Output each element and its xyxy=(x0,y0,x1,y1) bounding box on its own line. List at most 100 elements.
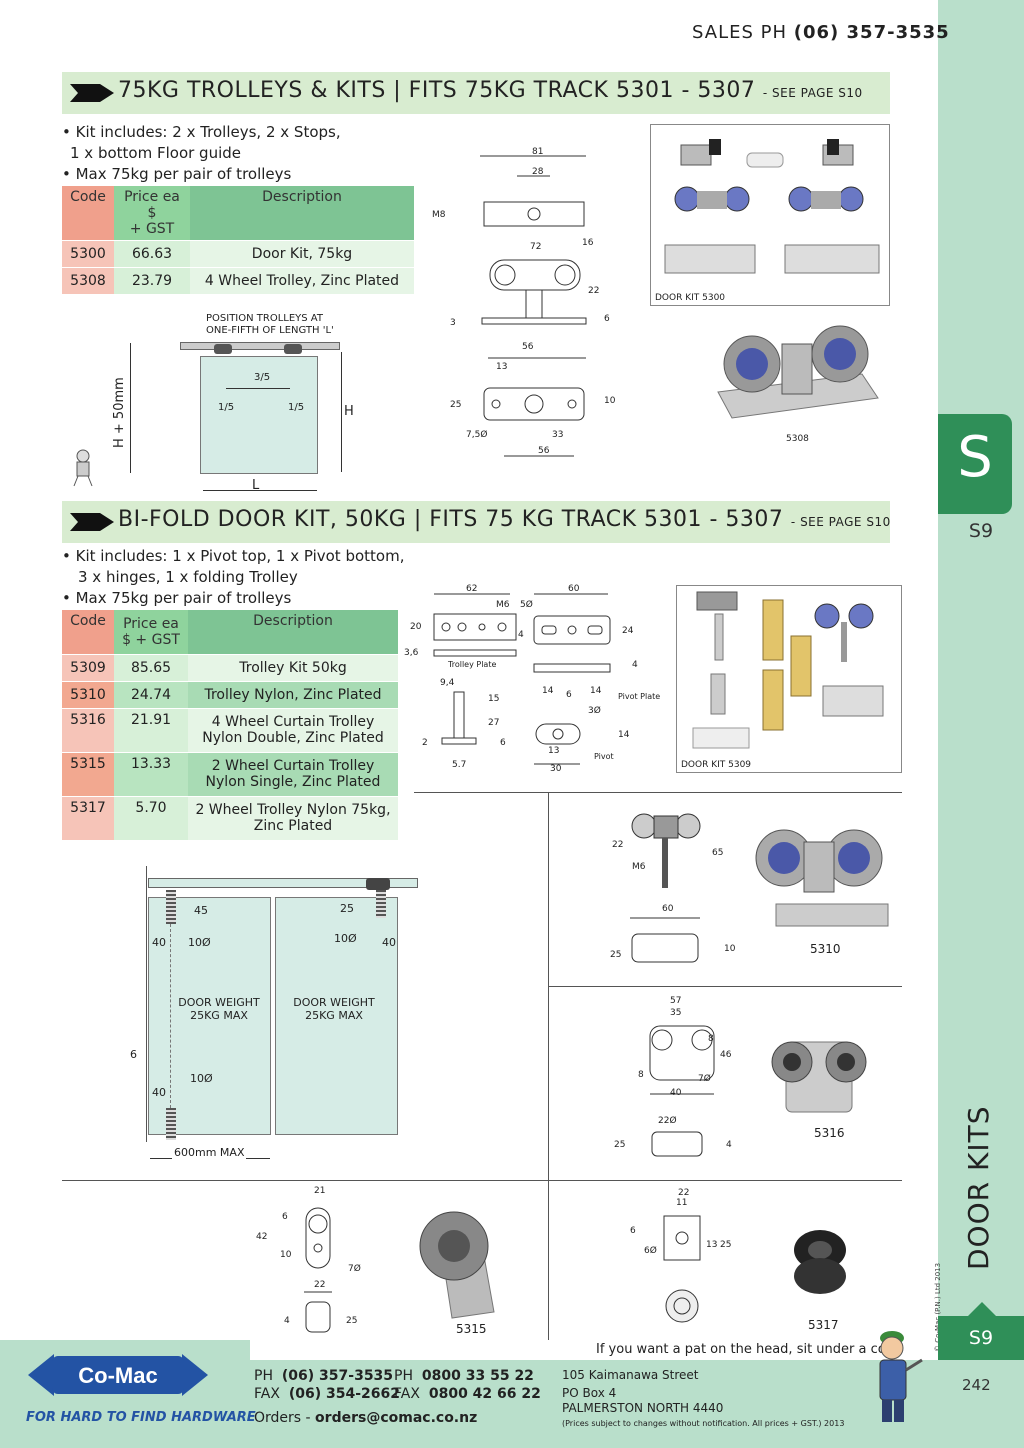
dim-h50: H + 50mm xyxy=(112,377,127,448)
bottom-tab[interactable]: S9 xyxy=(938,1316,1024,1360)
dim-width: 600mm MAX xyxy=(172,1146,247,1159)
dim-22: 22Ø xyxy=(658,1116,677,1126)
trolley-technical-drawing xyxy=(480,155,587,457)
door-kit-parts-image xyxy=(664,139,880,274)
dim-25: 25 xyxy=(614,1140,626,1150)
dim-62: 62 xyxy=(466,584,478,594)
dim-m6: M6 xyxy=(632,862,646,872)
door-panel-left xyxy=(148,897,271,1135)
door-panel-right xyxy=(275,897,398,1135)
bullet: • Kit includes: 1 x Pivot top, 1 x Pivot… xyxy=(62,547,405,565)
row-code: 5317 xyxy=(62,796,114,841)
door-kit-5309-photo: DOOR KIT 5309 xyxy=(676,585,902,773)
dim-22: 22 xyxy=(588,286,600,296)
dim-10: 10 xyxy=(604,396,616,406)
freephone-number[interactable]: 0800 33 55 22 xyxy=(421,1368,534,1384)
plates-technical-drawing xyxy=(433,593,611,765)
table-row: 5308 23.79 4 Wheel Trolley, Zinc Plated xyxy=(62,267,414,295)
sales-label: SALES PH xyxy=(692,22,788,43)
table-row: 5315 13.33 2 Wheel Curtain Trolley Nylon… xyxy=(62,752,398,797)
track-rail xyxy=(148,878,418,888)
dim-65: 65 xyxy=(712,848,724,858)
table-row: 5300 66.63 Door Kit, 75kg xyxy=(62,240,414,268)
bottom-tab-label: S9 xyxy=(968,1327,994,1349)
row-description: Trolley Kit 50kg xyxy=(188,654,398,682)
dim-46: 46 xyxy=(720,1050,732,1060)
door-kit-5300-caption: DOOR KIT 5300 xyxy=(655,293,726,303)
header-price: Price ea $+ GST xyxy=(114,186,190,241)
pivot-top xyxy=(166,890,176,924)
right-sidebar xyxy=(938,0,1024,1448)
dim-13: 13 xyxy=(706,1240,718,1250)
dim-fifth-left: 1/5 xyxy=(218,402,235,413)
section-tab[interactable]: S xyxy=(938,414,1012,514)
footer-quote: If you want a pat on the head, sit under… xyxy=(596,1342,900,1357)
fax2-line: FAX 0800 42 66 22 xyxy=(394,1386,541,1402)
dim-8b: 8 xyxy=(638,1070,644,1080)
trolley-5316-image xyxy=(771,1041,867,1113)
dim-6: 6 xyxy=(630,1226,636,1236)
dim-10: 10 xyxy=(724,944,736,954)
dim-42: 42 xyxy=(256,1232,268,1242)
trolley-plate-label: Trolley Plate xyxy=(448,660,497,669)
table-row: 5317 5.70 2 Wheel Trolley Nylon 75kg, Zi… xyxy=(62,796,398,841)
section-label: DOOR KITS xyxy=(962,1105,995,1271)
trolley-5316-drawing xyxy=(649,1025,715,1157)
dim-81: 81 xyxy=(532,147,544,157)
address-line: PALMERSTON NORTH 4440 xyxy=(562,1401,724,1415)
dim-line xyxy=(203,490,317,491)
dim-2: 2 xyxy=(422,738,428,748)
dim-22: 22 xyxy=(612,840,624,850)
dim-15: 15 xyxy=(488,694,500,704)
row-price: 23.79 xyxy=(114,267,190,295)
dim-14c: 14 xyxy=(618,730,630,740)
dim-16: 16 xyxy=(582,238,594,248)
dim-fifth-right: 1/5 xyxy=(288,402,305,413)
section1-see-page[interactable]: - SEE PAGE S10 xyxy=(762,86,863,100)
dim-24: 24 xyxy=(622,626,634,636)
dim-27: 27 xyxy=(488,718,500,728)
table-row: 5310 24.74 Trolley Nylon, Zinc Plated xyxy=(62,681,398,709)
track-rail xyxy=(180,342,340,350)
dim-72: 72 xyxy=(530,242,542,252)
bullet: • Kit includes: 2 x Trolleys, 2 x Stops, xyxy=(62,123,341,141)
dim-40-bottom: 40 xyxy=(152,1086,166,1099)
mascot-icon xyxy=(879,1331,923,1422)
dim-line xyxy=(341,352,342,472)
dim-7: 7Ø xyxy=(698,1074,711,1084)
trolley-5316-caption: 5316 xyxy=(814,1126,845,1140)
trolley-right xyxy=(284,344,302,354)
dim-4: 4 xyxy=(284,1316,290,1326)
orders-email[interactable]: orders@comac.co.nz xyxy=(315,1410,478,1426)
dim-l: L xyxy=(252,478,260,493)
fax-number: (06) 354-2662 xyxy=(288,1386,400,1402)
trolley-5317-caption: 5317 xyxy=(808,1318,839,1332)
row-price: 21.91 xyxy=(114,708,188,753)
section1-banner: 75KG TROLLEYS & KITS | FITS 75KG TRACK 5… xyxy=(62,72,890,114)
dim-6o: 6Ø xyxy=(644,1246,657,1256)
dim-28: 28 xyxy=(532,167,544,177)
wall-line xyxy=(146,866,147,1142)
comac-logo[interactable]: Co-Mac xyxy=(28,1352,208,1398)
section-page-code: S9 xyxy=(968,520,994,542)
pivot-bottom xyxy=(166,1108,176,1140)
bullet: 3 x hinges, 1 x folding Trolley xyxy=(78,568,298,586)
section2-see-page[interactable]: - SEE PAGE S10 xyxy=(790,515,891,529)
section1-title: 75KG TROLLEYS & KITS | FITS 75KG TRACK 5… xyxy=(118,78,756,103)
dim-6: 6 xyxy=(566,690,572,700)
dim-m8: M8 xyxy=(432,210,446,220)
dim-5-7: 5.7 xyxy=(452,760,467,770)
sales-phone[interactable]: (06) 357-3535 xyxy=(793,22,950,43)
pivot-label: Pivot xyxy=(594,752,614,761)
trolley-5310-image xyxy=(755,829,889,927)
dim-14a: 14 xyxy=(542,686,554,696)
row-description: Trolley Nylon, Zinc Plated xyxy=(188,681,398,709)
phone-number[interactable]: (06) 357-3535 xyxy=(281,1368,394,1384)
section2-title: BI-FOLD DOOR KIT, 50KG | FITS 75 KG TRAC… xyxy=(118,507,784,532)
dim-three-fifths: 3/5 xyxy=(254,372,271,383)
door-panel xyxy=(200,356,318,474)
row-code: 5309 xyxy=(62,654,114,682)
dim-10-bottom: 10Ø xyxy=(190,1072,213,1085)
